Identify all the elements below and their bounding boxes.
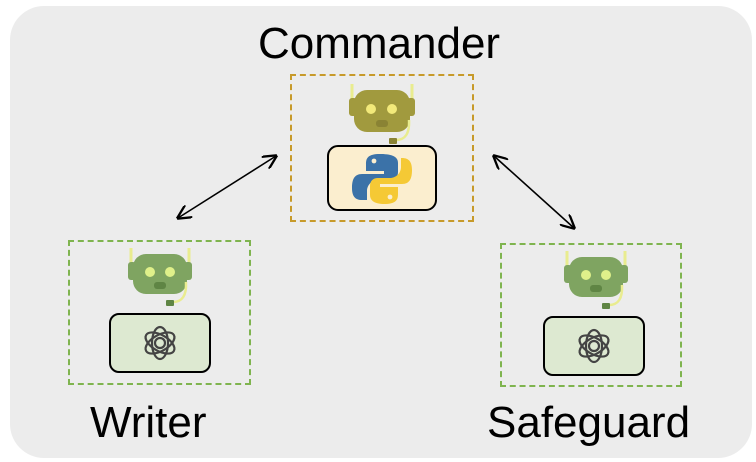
diagram-background: [10, 6, 752, 458]
writer-graphic: [109, 248, 211, 373]
commander-node: [290, 74, 474, 222]
commander-graphic: [327, 84, 437, 211]
engine-card: [543, 316, 645, 376]
safeguard-node: [500, 243, 682, 387]
edge-commander-safeguard: [494, 156, 574, 228]
robot-icon: [564, 251, 628, 309]
safeguard-graphic: [543, 251, 645, 376]
robot-icon: [128, 248, 192, 306]
writer-node: [68, 240, 251, 385]
writer-label: Writer: [90, 398, 207, 447]
openai-logo-icon: [578, 328, 610, 364]
robot-icon: [349, 84, 415, 144]
openai-logo-icon: [144, 325, 176, 361]
commander-label: Commander: [258, 19, 501, 68]
safeguard-label: Safeguard: [487, 398, 691, 447]
engine-card: [109, 313, 211, 373]
python-logo-icon: [352, 154, 412, 204]
edge-commander-writer: [178, 156, 276, 218]
